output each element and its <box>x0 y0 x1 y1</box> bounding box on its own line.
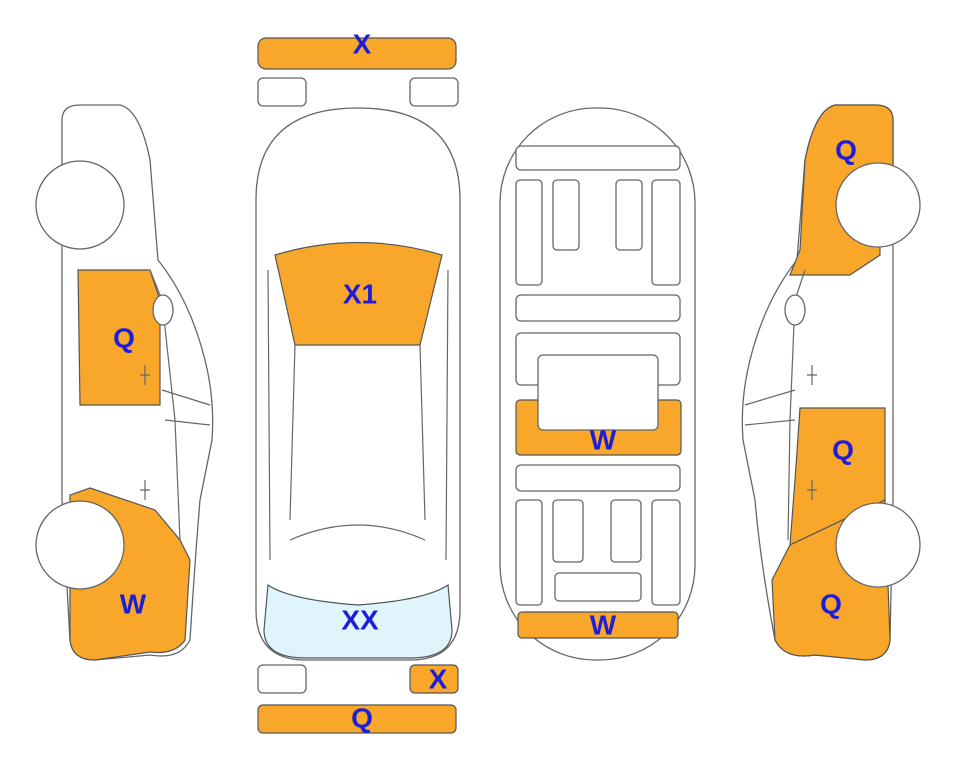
underside-middle-label: W <box>590 424 617 455</box>
rear-window-damage[interactable] <box>263 583 453 659</box>
left-rear-quarter-label: W <box>120 588 147 619</box>
front-left-light <box>257 77 307 107</box>
underside-rear-damage[interactable] <box>517 611 679 639</box>
rear-right-light-label: X <box>429 663 448 694</box>
right-front-fender-label: Q <box>835 134 857 165</box>
right-rear-quarter-label: Q <box>820 588 842 619</box>
windshield-label: X1 <box>343 278 377 309</box>
right-window-line <box>744 389 796 426</box>
front-right-light <box>409 77 459 107</box>
left-mirror <box>152 294 174 326</box>
right-front-wheel <box>835 162 921 248</box>
top-roof-lines <box>267 269 449 561</box>
underside-panel <box>610 499 642 563</box>
underside-panel <box>515 145 681 171</box>
underside-panel <box>651 499 681 606</box>
left-front-door-label: Q <box>113 322 135 353</box>
rear-bumper-label: Q <box>351 702 373 733</box>
windshield-damage[interactable] <box>274 241 443 346</box>
underside-rear-label: W <box>590 609 617 640</box>
left-side-view: Q W <box>35 104 214 661</box>
right-rear-wheel <box>835 502 921 588</box>
right-door-handles <box>807 365 817 500</box>
underside-view: W W <box>499 107 696 661</box>
left-front-wheel <box>35 160 125 250</box>
underside-center-plate <box>537 354 659 431</box>
underside-panel <box>651 179 681 286</box>
underside-panel <box>552 179 580 251</box>
front-bumper-label: X <box>353 28 372 59</box>
rear-bumper-damage[interactable] <box>257 704 457 734</box>
left-front-door-damage[interactable] <box>77 269 161 406</box>
underside-panel <box>515 499 543 606</box>
front-bumper-damage[interactable] <box>257 37 457 70</box>
top-view: X X1 XX X Q <box>255 28 461 734</box>
underside-panel <box>515 179 543 286</box>
right-door-line <box>787 269 806 541</box>
left-door-line <box>149 269 181 541</box>
rear-window-label: XX <box>341 604 379 635</box>
underside-panel <box>515 294 681 322</box>
top-body-outline <box>255 107 461 661</box>
rear-right-light-damage[interactable] <box>409 664 459 694</box>
right-side-view: Q Q Q <box>741 104 921 661</box>
left-door-handles <box>140 365 150 500</box>
top-roof-rear-line <box>289 524 426 541</box>
right-rear-door-label: Q <box>832 434 854 465</box>
underside-panel <box>554 572 642 602</box>
right-mirror <box>784 294 806 326</box>
underside-panel <box>552 499 584 563</box>
rear-left-light <box>257 664 307 694</box>
left-rear-wheel <box>35 500 125 590</box>
underside-panel <box>515 464 681 492</box>
underside-panel <box>615 179 643 251</box>
left-window-line <box>161 389 211 426</box>
